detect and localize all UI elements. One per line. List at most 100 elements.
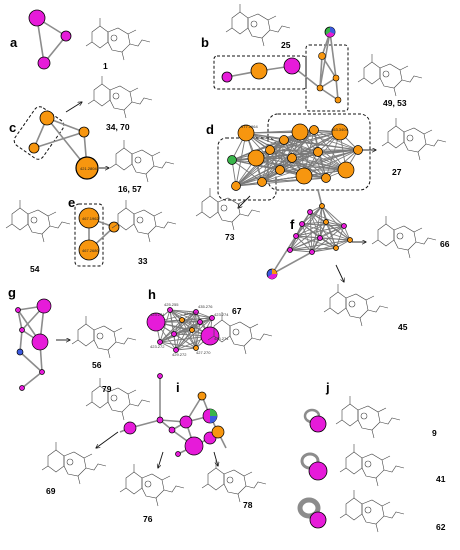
- chemical-structure: [111, 199, 177, 243]
- network-node[interactable]: [171, 331, 177, 337]
- network-node[interactable]: [309, 511, 327, 529]
- compound-number: 79: [102, 384, 112, 394]
- network-node[interactable]: [308, 461, 328, 481]
- network-node[interactable]: [179, 415, 193, 429]
- panel-j: j 9 41 62: [297, 380, 446, 533]
- network-node[interactable]: [334, 96, 342, 104]
- network-node[interactable]: [211, 425, 225, 439]
- network-node[interactable]: [28, 142, 40, 154]
- network-node[interactable]: [337, 161, 355, 179]
- network-node[interactable]: [39, 110, 55, 126]
- network-node[interactable]: [316, 84, 324, 92]
- panel-h-label: h: [148, 287, 156, 302]
- network-i: [119, 373, 227, 457]
- network-node[interactable]: [19, 327, 25, 333]
- chemical-structure: [41, 441, 107, 485]
- network-node[interactable]: [15, 307, 21, 313]
- network-node[interactable]: [19, 385, 25, 391]
- network-node[interactable]: [333, 245, 339, 251]
- network-node[interactable]: [189, 327, 195, 333]
- network-node[interactable]: [193, 345, 199, 351]
- network-node[interactable]: [36, 298, 52, 314]
- compound-number: 45: [398, 322, 408, 332]
- network-node[interactable]: [78, 239, 100, 261]
- network-node[interactable]: [321, 173, 331, 183]
- network-node[interactable]: [31, 333, 49, 351]
- network-node[interactable]: [156, 416, 164, 424]
- network-node[interactable]: [307, 209, 313, 215]
- self-loop: [297, 497, 321, 519]
- network-node[interactable]: [250, 62, 268, 80]
- network-node[interactable]: [16, 348, 24, 356]
- network-node[interactable]: [293, 233, 299, 239]
- network-node[interactable]: [265, 145, 275, 155]
- network-node[interactable]: [200, 326, 220, 346]
- network-node[interactable]: [309, 415, 327, 433]
- compound-number: 16, 57: [118, 184, 142, 194]
- compound-number: 41: [436, 474, 446, 484]
- compound-number: 33: [138, 256, 148, 266]
- network-node[interactable]: [287, 153, 297, 163]
- network-node[interactable]: [221, 71, 233, 83]
- network-node[interactable]: [353, 145, 363, 155]
- network-node[interactable]: [167, 307, 173, 313]
- network-node[interactable]: [197, 319, 203, 325]
- network-node[interactable]: [287, 247, 293, 253]
- network-node[interactable]: [317, 235, 323, 241]
- network-node[interactable]: [37, 56, 51, 70]
- compound-number: 54: [30, 264, 40, 274]
- node-mz-label: 429.272: [184, 311, 199, 316]
- network-node[interactable]: [197, 391, 207, 401]
- network-node[interactable]: [237, 124, 255, 142]
- network-node[interactable]: [209, 315, 215, 321]
- network-node[interactable]: [299, 221, 305, 227]
- compound-number: 27: [392, 167, 402, 177]
- network-node[interactable]: [313, 147, 323, 157]
- node-mz-label: 463.3404: [331, 127, 348, 132]
- network-node[interactable]: [179, 317, 185, 323]
- node-mz-label: 435.276: [198, 304, 213, 309]
- compound-number: 73: [225, 232, 235, 242]
- network-node[interactable]: [157, 339, 163, 345]
- network-node[interactable]: [39, 369, 45, 375]
- network-node[interactable]: [60, 30, 72, 42]
- network-node[interactable]: [347, 237, 353, 243]
- network-node[interactable]: [175, 451, 181, 457]
- network-node[interactable]: [309, 249, 315, 255]
- network-node[interactable]: [28, 9, 46, 27]
- node-mz-label: 425.274: [214, 336, 229, 341]
- network-node[interactable]: [173, 347, 179, 353]
- compound-number: 76: [143, 514, 153, 524]
- network-node[interactable]: [332, 74, 340, 82]
- network-node[interactable]: [279, 135, 289, 145]
- network-node[interactable]: [247, 149, 265, 167]
- network-node[interactable]: [146, 312, 166, 332]
- network-node[interactable]: [291, 123, 309, 141]
- network-node[interactable]: [331, 123, 349, 141]
- network-node[interactable]: [168, 426, 176, 434]
- chemical-structure: [201, 459, 267, 503]
- chemical-structure: [339, 489, 405, 533]
- network-node[interactable]: [257, 177, 267, 187]
- network-node[interactable]: [295, 167, 313, 185]
- panel-d: d 377.1964 463.3404 27 73: [195, 113, 447, 242]
- network-node[interactable]: [231, 181, 241, 191]
- network-node[interactable]: [78, 207, 100, 229]
- network-node[interactable]: [184, 436, 204, 456]
- network-node[interactable]: [283, 57, 301, 75]
- dashed-highlight-box: [305, 44, 349, 112]
- compound-number: 1: [103, 61, 108, 71]
- network-node[interactable]: [309, 125, 319, 135]
- network-node[interactable]: [319, 203, 325, 209]
- network-node[interactable]: [193, 309, 199, 315]
- network-node[interactable]: [323, 219, 329, 225]
- network-node[interactable]: [157, 373, 163, 379]
- network-node[interactable]: [123, 421, 137, 435]
- network-node[interactable]: [341, 223, 347, 229]
- network-node[interactable]: [318, 52, 326, 60]
- network-node[interactable]: [78, 126, 90, 138]
- network-node[interactable]: [75, 156, 99, 180]
- network-node[interactable]: [227, 155, 237, 165]
- network-node[interactable]: [275, 165, 285, 175]
